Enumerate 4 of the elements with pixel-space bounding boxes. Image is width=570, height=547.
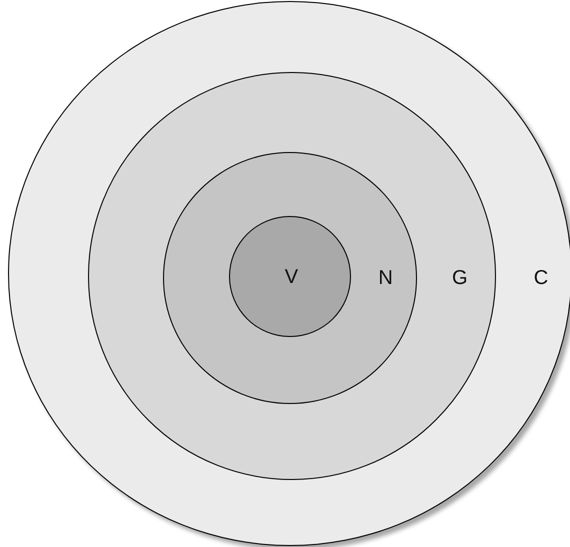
zone-label: C [534,268,548,288]
zone-label: G [452,268,468,288]
zone-label: N [378,268,393,288]
zone-label: V [284,267,298,288]
